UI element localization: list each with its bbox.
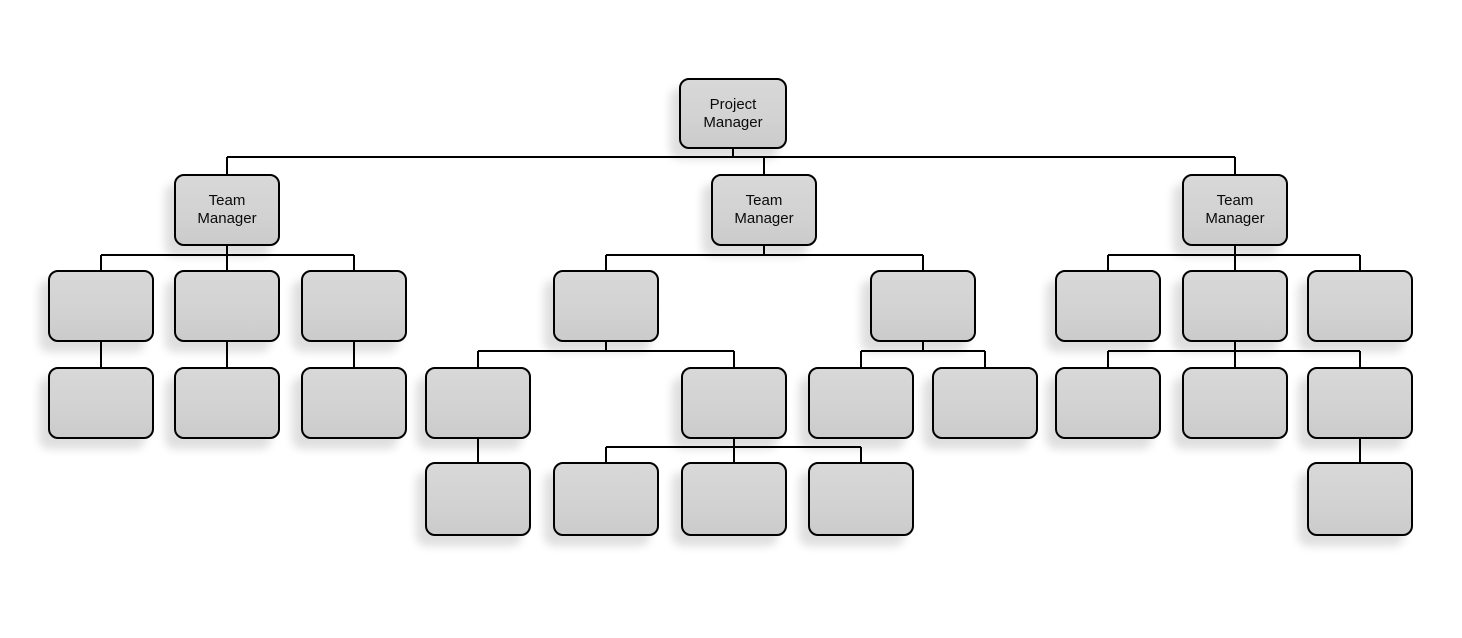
- node-team-manager-right[interactable]: Team Manager: [1182, 174, 1288, 246]
- node-empty-l1a[interactable]: [48, 367, 154, 439]
- node-empty-l2[interactable]: [174, 270, 280, 342]
- node-team-manager-right-label: Team Manager: [1205, 192, 1265, 227]
- connector-tm-middle-branch: [605, 246, 924, 270]
- node-empty-b[interactable]: [870, 270, 976, 342]
- node-empty-a2[interactable]: [681, 367, 787, 439]
- node-empty-r2a[interactable]: [1055, 367, 1161, 439]
- node-empty-r2b[interactable]: [1182, 367, 1288, 439]
- connector-a2-branch: [605, 439, 862, 462]
- node-team-manager-left-label: Team Manager: [197, 192, 257, 227]
- node-team-manager-middle[interactable]: Team Manager: [711, 174, 817, 246]
- node-empty-l3a[interactable]: [301, 367, 407, 439]
- node-empty-a[interactable]: [553, 270, 659, 342]
- node-empty-a2a[interactable]: [553, 462, 659, 536]
- node-empty-a2c[interactable]: [808, 462, 914, 536]
- node-empty-r2c1[interactable]: [1307, 462, 1413, 536]
- node-empty-a2b[interactable]: [681, 462, 787, 536]
- node-empty-l1[interactable]: [48, 270, 154, 342]
- node-empty-b2[interactable]: [932, 367, 1038, 439]
- node-empty-r2[interactable]: [1182, 270, 1288, 342]
- node-team-manager-left[interactable]: Team Manager: [174, 174, 280, 246]
- node-empty-a1[interactable]: [425, 367, 531, 439]
- connector-b-branch: [860, 342, 986, 367]
- node-project-manager-label: Project Manager: [703, 95, 763, 131]
- connector-tm-left-branch: [100, 246, 355, 270]
- connector-left-verticals: [100, 342, 355, 367]
- connector-tm-right-branch: [1107, 246, 1361, 270]
- node-empty-l2a[interactable]: [174, 367, 280, 439]
- node-empty-b1[interactable]: [808, 367, 914, 439]
- node-empty-r2c[interactable]: [1307, 367, 1413, 439]
- connector-r2-branch: [1107, 342, 1361, 367]
- connector-pm-to-team-managers: [226, 149, 1236, 174]
- node-project-manager[interactable]: Project Manager: [679, 78, 787, 149]
- node-empty-r1[interactable]: [1055, 270, 1161, 342]
- node-team-manager-middle-label: Team Manager: [734, 192, 794, 227]
- connector-a-branch: [477, 342, 735, 367]
- node-empty-a1a[interactable]: [425, 462, 531, 536]
- node-empty-l3[interactable]: [301, 270, 407, 342]
- node-empty-r3[interactable]: [1307, 270, 1413, 342]
